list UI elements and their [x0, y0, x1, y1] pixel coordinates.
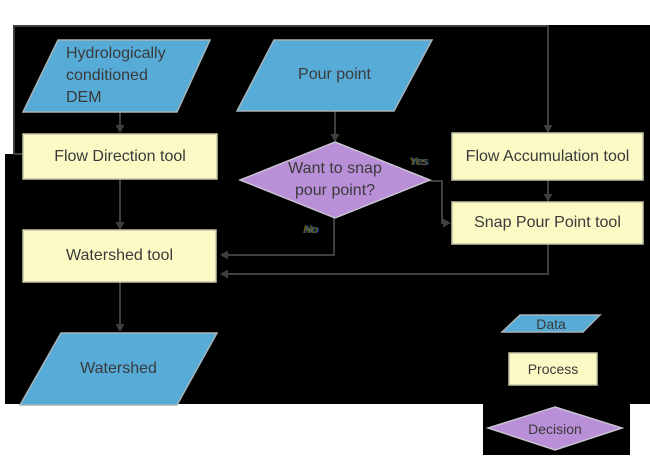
snap-pour-point-label: Snap Pour Point tool: [474, 214, 621, 231]
arrowhead-watershedtool-to-watershed: [115, 324, 125, 332]
arrowhead-snap-to-watershedtool: [220, 269, 228, 279]
yes-edge-label: Yes: [410, 156, 429, 168]
arrowhead-decision-no-to-watershedtool: [220, 250, 228, 260]
legend-process-box: [508, 352, 598, 386]
legend-data-parallelogram: [500, 314, 602, 333]
legend-process-label: Process: [527, 361, 579, 377]
arrowhead-pourpoint-to-decision: [330, 134, 340, 142]
watershed-label: Watershed: [80, 360, 157, 377]
diagram-background-left-extension: [5, 154, 14, 404]
legend-decision-diamond: [485, 406, 625, 451]
arrowhead-flowdirection-to-flowaccumulation: [543, 125, 553, 133]
watershed-parallelogram: [18, 332, 219, 406]
flow-accumulation-box: [451, 132, 644, 181]
legend-data-label: Data: [536, 315, 566, 332]
edge-decision-yes-to-snap: [430, 180, 444, 224]
edge-flowdirection-to-flowaccumulation: [13, 25, 549, 155]
pour-point-label: Pour point: [298, 66, 371, 83]
dem-parallelogram: [21, 39, 212, 113]
arrowhead-dem-to-flowdirection: [115, 125, 125, 133]
no-edge-label: No: [304, 224, 319, 236]
watershed-tool-box: [22, 229, 217, 283]
edge-snap-to-watershedtool: [227, 244, 549, 275]
flow-direction-label: Flow Direction tool: [54, 147, 186, 165]
edge-decision-no-to-watershedtool: [227, 217, 335, 256]
flow-direction-box: [22, 133, 218, 180]
arrowhead-flowaccumulation-to-snap: [543, 194, 553, 202]
legend-decision-label: Decision: [528, 420, 582, 437]
arrowhead-flowdirection-to-watershedtool: [115, 222, 125, 230]
snap-pour-point-box: [451, 201, 644, 245]
dem-label: Hydrologically conditioned DEM: [66, 45, 166, 106]
decision-diamond: [237, 141, 433, 219]
decision-label: Want to snap pour point?: [288, 160, 382, 199]
pour-point-parallelogram: [235, 39, 434, 112]
arrowhead-decision-yes-to-snap: [443, 218, 451, 228]
flow-accumulation-label: Flow Accumulation tool: [465, 147, 630, 165]
watershed-tool-label: Watershed tool: [65, 247, 173, 264]
